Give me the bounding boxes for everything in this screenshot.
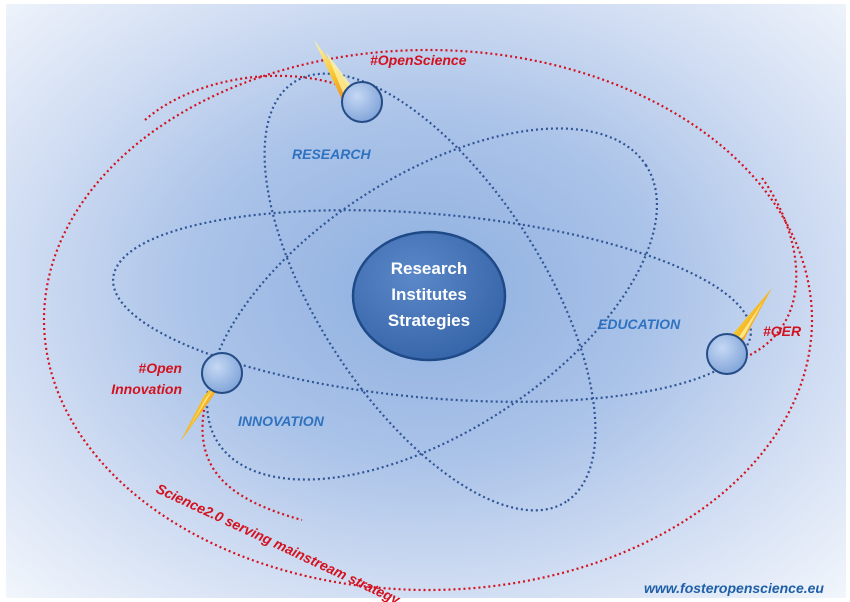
- footer-url: www.fosteropenscience.eu: [644, 580, 824, 596]
- tag-open-innovation-line-2: Innovation: [111, 381, 182, 397]
- nucleus-line-2: Institutes: [391, 285, 467, 304]
- nucleus-circle: [351, 230, 507, 362]
- tag-open-innovation-line-1: #Open: [138, 360, 182, 376]
- planet-open-science: [341, 81, 383, 123]
- orbit-diagonal: [205, 127, 659, 481]
- outer-orbit-red: [42, 48, 814, 592]
- nucleus-line-1: Research: [390, 259, 468, 278]
- comet-oer: [706, 288, 772, 375]
- nucleus-label: Research Institutes Strategies: [350, 232, 508, 358]
- planet-oer: [706, 333, 748, 375]
- nucleus-line-3: Strategies: [387, 311, 471, 330]
- comet-open-innovation: [180, 352, 243, 442]
- label-education: EDUCATION: [598, 316, 681, 332]
- orbit-steep: [263, 72, 597, 512]
- label-innovation: INNOVATION: [238, 413, 324, 429]
- comet-open-science: [314, 40, 383, 123]
- tag-oer: #OER: [763, 323, 802, 339]
- orbit-horizontal: [112, 209, 752, 403]
- tag-open-innovation: #Open Innovation: [100, 358, 182, 400]
- tag-open-science: #OpenScience: [370, 52, 467, 68]
- label-research: RESEARCH: [292, 146, 371, 162]
- planet-open-innovation: [201, 352, 243, 394]
- red-trail-right: [747, 177, 798, 357]
- outer-orbit-label: Science2.0 serving mainstream strategy: [154, 480, 404, 602]
